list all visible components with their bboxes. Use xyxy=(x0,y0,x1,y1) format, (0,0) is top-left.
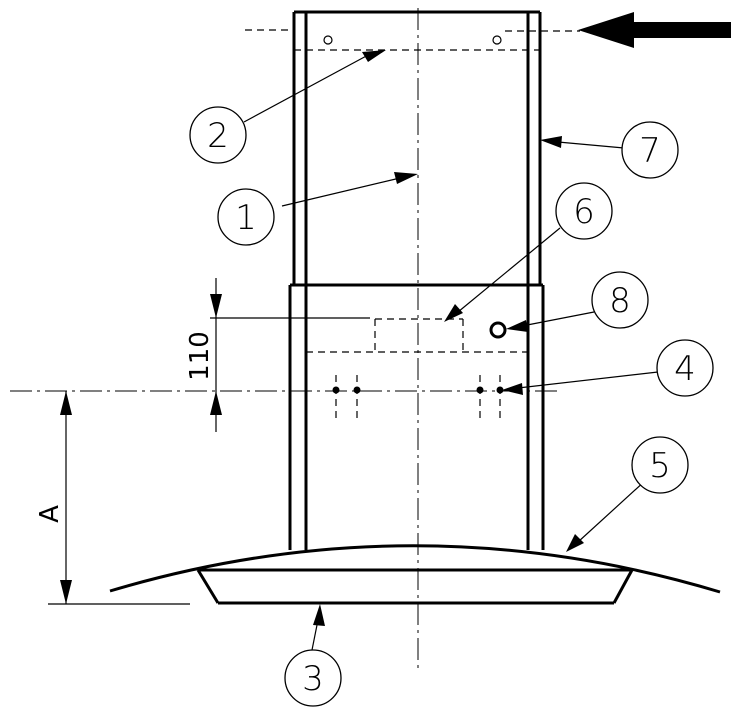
callout-1: 1 xyxy=(217,188,275,246)
callout-6: 6 xyxy=(555,182,613,240)
dimension-110: 110 xyxy=(185,278,370,432)
lower-chimney xyxy=(288,283,545,550)
svg-text:6: 6 xyxy=(573,192,595,232)
leader-lines xyxy=(243,50,659,651)
svg-text:7: 7 xyxy=(639,131,661,171)
callout-8: 8 xyxy=(591,271,649,329)
glass-canopy xyxy=(109,544,721,594)
callout-7: 7 xyxy=(621,121,679,179)
power-outlet xyxy=(489,321,507,339)
svg-text:3: 3 xyxy=(302,659,324,699)
dimension-a: A xyxy=(35,391,190,605)
dimension-110-label: 110 xyxy=(185,331,215,381)
svg-text:1: 1 xyxy=(235,198,257,238)
svg-text:5: 5 xyxy=(649,446,671,486)
callout-4: 4 xyxy=(656,339,714,397)
top-bracket-hole-right xyxy=(492,35,502,45)
top-bracket-hole-left xyxy=(323,35,333,45)
callout-3: 3 xyxy=(284,649,342,707)
direction-arrow xyxy=(578,12,731,48)
hood-body xyxy=(196,568,634,605)
svg-text:4: 4 xyxy=(674,349,696,389)
upper-chimney xyxy=(292,10,542,285)
svg-text:8: 8 xyxy=(609,281,631,321)
mounting-holes xyxy=(10,375,560,420)
svg-text:2: 2 xyxy=(207,116,229,156)
callout-5: 5 xyxy=(631,436,689,494)
switch-box xyxy=(374,318,464,352)
dimension-a-label: A xyxy=(35,505,65,523)
callout-2: 2 xyxy=(189,106,247,164)
